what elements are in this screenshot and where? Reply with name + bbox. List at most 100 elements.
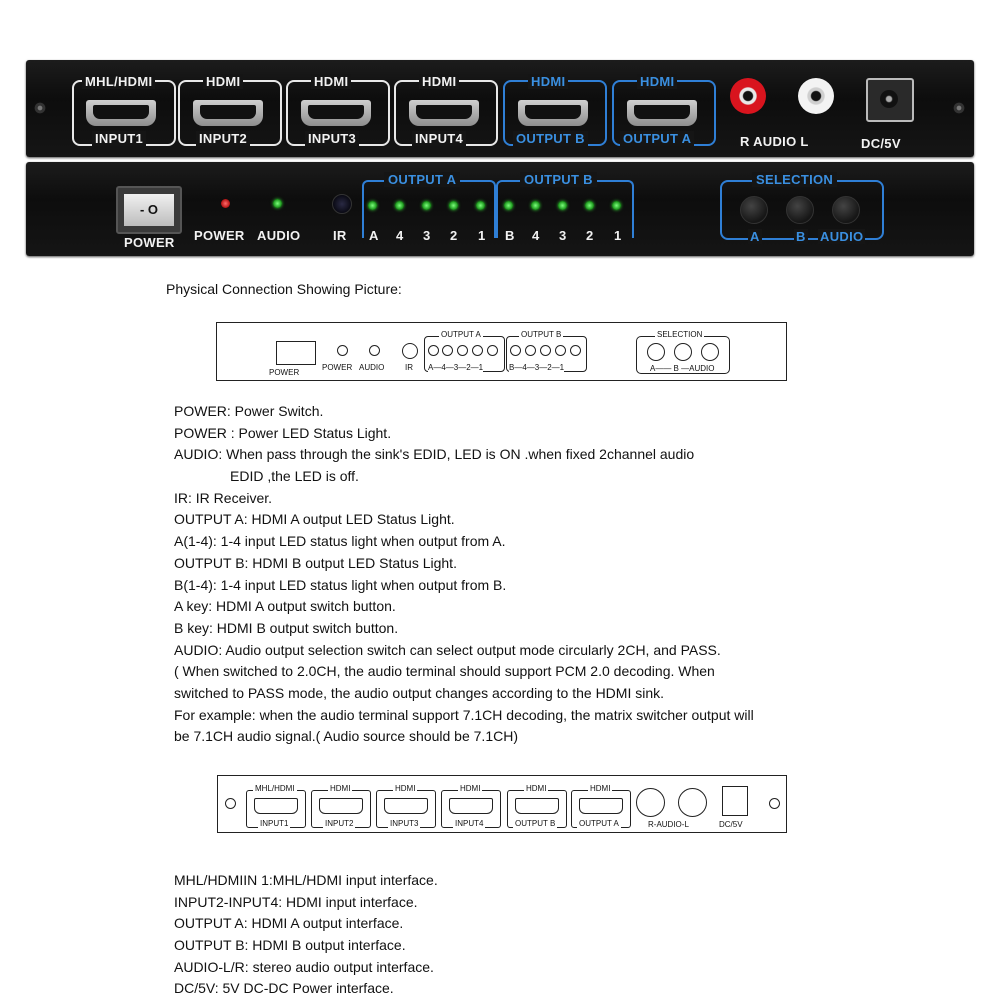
- desc-line: B(1-4): 1-4 input LED status light when …: [174, 576, 507, 593]
- rear-panel-diagram: MHL/HDMI INPUT1 HDMI INPUT2 HDMI INPUT3 …: [217, 775, 787, 833]
- key-b-label: B: [794, 229, 808, 244]
- diagram-output-b-label: OUTPUT B: [519, 330, 564, 339]
- diagram-audio-label: R-AUDIO-L: [648, 820, 689, 829]
- desc-line: IR: IR Receiver.: [174, 489, 273, 506]
- led-b-icon: [504, 201, 513, 210]
- diagram-port1-bottom: INPUT1: [258, 819, 291, 828]
- desc-line: INPUT2-INPUT4: HDMI input interface.: [174, 893, 418, 910]
- audio-l-jack-shape: [678, 788, 707, 817]
- front-panel-diagram: POWER POWER AUDIO IR OUTPUT A A—4—3—2—1 …: [216, 322, 787, 381]
- desc-line: AUDIO: Audio output selection switch can…: [174, 641, 721, 658]
- audio-led-shape: [369, 345, 380, 356]
- hdmi-port-icon: [627, 100, 697, 126]
- ir-receiver-icon: [332, 194, 352, 214]
- desc-line: EDID ,the LED is off.: [230, 468, 359, 485]
- output-b-label: OUTPUT B: [520, 172, 597, 187]
- front-descriptions: POWER: Power Switch. POWER : Power LED S…: [174, 401, 754, 748]
- desc-line: B key: HDMI B output switch button.: [174, 619, 399, 636]
- hdmi-port-icon: [301, 100, 371, 126]
- diagram-b-row-label: B—4—3—2—1: [509, 363, 565, 372]
- screw-hole-icon: [769, 798, 780, 809]
- led-a-label: A: [369, 228, 379, 243]
- front-panel-photo: - O POWER POWER AUDIO IR OUTPUT A OUTPUT…: [26, 162, 974, 256]
- led-a3-label: 3: [423, 228, 431, 243]
- diagram-selection-label: SELECTION: [655, 330, 705, 339]
- led-b4-label: 4: [532, 228, 540, 243]
- diagram-dc-label: DC/5V: [719, 820, 743, 829]
- diagram-port1-top: MHL/HDMI: [253, 784, 297, 793]
- key-audio-label: AUDIO: [818, 229, 866, 244]
- led-b-label: B: [505, 228, 515, 243]
- desc-line: A key: HDMI A output switch button.: [174, 598, 396, 615]
- power-led-icon: [221, 199, 230, 208]
- diagram-ir-label: IR: [405, 363, 413, 372]
- led-a2-icon: [449, 201, 458, 210]
- led-a4-icon: [395, 201, 404, 210]
- power-led-label: POWER: [194, 228, 245, 243]
- desc-line: OUTPUT B: HDMI B output LED Status Light…: [174, 554, 457, 571]
- hdmi-port-icon: [193, 100, 263, 126]
- desc-line: For example: when the audio terminal sup…: [174, 706, 754, 723]
- led-b2-icon: [585, 201, 594, 210]
- section-heading: Physical Connection Showing Picture:: [166, 281, 402, 297]
- audio-jack-label: R AUDIO L: [740, 134, 809, 149]
- rear-panel-photo: MHL/HDMI INPUT1 HDMI INPUT2 HDMI INPUT3 …: [26, 60, 974, 157]
- desc-line: OUTPUT B: HDMI B output interface.: [174, 937, 406, 954]
- desc-line: MHL/HDMIIN 1:MHL/HDMI input interface.: [174, 872, 438, 888]
- power-switch-shape: [276, 341, 316, 365]
- diagram-power-label: POWER: [269, 368, 300, 377]
- hdmi-port-icon: [518, 100, 588, 126]
- key-a-button: [740, 196, 768, 224]
- diagram-port4-top: HDMI: [458, 784, 483, 793]
- desc-line: POWER : Power LED Status Light.: [174, 424, 392, 441]
- desc-line: POWER: Power Switch.: [174, 403, 324, 419]
- key-audio-button: [832, 196, 860, 224]
- hdmi-port-icon: [86, 100, 156, 126]
- diagram-selection-row-label: A—— B —AUDIO: [650, 364, 715, 373]
- led-a4-label: 4: [396, 228, 404, 243]
- screw-icon: [953, 102, 965, 114]
- led-a3-icon: [422, 201, 431, 210]
- led-a2-label: 2: [450, 228, 458, 243]
- led-b3-icon: [558, 201, 567, 210]
- rear-descriptions: MHL/HDMIIN 1:MHL/HDMI input interface. I…: [174, 870, 438, 1000]
- dc-jack-shape: [722, 786, 748, 816]
- rca-red-jack-icon: [730, 78, 766, 114]
- ir-shape: [402, 343, 418, 359]
- power-led-shape: [337, 345, 348, 356]
- led-a1-label: 1: [478, 228, 486, 243]
- led-a-icon: [368, 201, 377, 210]
- diagram-port6-top: HDMI: [588, 784, 613, 793]
- power-switch: - O: [116, 186, 182, 234]
- diagram-output-a-label: OUTPUT A: [439, 330, 483, 339]
- led-a1-icon: [476, 201, 485, 210]
- diagram-power-led-label: POWER: [322, 363, 353, 372]
- power-switch-label: POWER: [124, 235, 175, 250]
- dc-jack-icon: [866, 78, 914, 122]
- desc-line: be 7.1CH audio signal.( Audio source sho…: [174, 728, 518, 745]
- diagram-port3-top: HDMI: [393, 784, 418, 793]
- dc-jack-label: DC/5V: [861, 136, 901, 151]
- desc-line: OUTPUT A: HDMI A output LED Status Light…: [174, 511, 455, 528]
- led-b2-label: 2: [586, 228, 594, 243]
- hdmi-port-icon: [409, 100, 479, 126]
- desc-line: ( When switched to 2.0CH, the audio term…: [174, 663, 715, 680]
- diagram-port3-bottom: INPUT3: [388, 819, 421, 828]
- diagram-a-row-label: A—4—3—2—1: [428, 363, 484, 372]
- diagram-port2-top: HDMI: [328, 784, 353, 793]
- led-b1-label: 1: [614, 228, 622, 243]
- output-a-label: OUTPUT A: [384, 172, 461, 187]
- screw-hole-icon: [225, 798, 236, 809]
- ir-label: IR: [333, 228, 347, 243]
- led-b3-label: 3: [559, 228, 567, 243]
- audio-led-label: AUDIO: [257, 228, 301, 243]
- desc-line: switched to PASS mode, the audio output …: [174, 684, 665, 701]
- diagram-audio-led-label: AUDIO: [359, 363, 385, 372]
- diagram-port6-bottom: OUTPUT A: [577, 819, 621, 828]
- audio-r-jack-shape: [636, 788, 665, 817]
- desc-line: AUDIO: When pass through the sink's EDID…: [174, 446, 695, 463]
- screw-icon: [34, 102, 46, 114]
- diagram-port2-bottom: INPUT2: [323, 819, 356, 828]
- desc-line: OUTPUT A: HDMI A output interface.: [174, 915, 404, 932]
- led-b1-icon: [612, 201, 621, 210]
